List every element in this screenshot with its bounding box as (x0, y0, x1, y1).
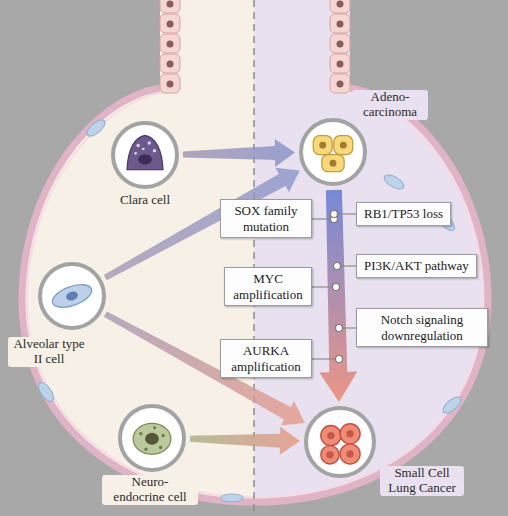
mutation-box: AURKA amplification (220, 339, 312, 378)
cell-drawing (122, 408, 182, 468)
alveolus-wall-inner (27, 92, 483, 497)
neuroendocrine-cell: Neuro- endocrine cell (118, 404, 186, 472)
box-text: MYC amplification (232, 271, 304, 302)
cell-drawing (42, 266, 102, 326)
adenocarcinoma-cell: Adeno- carcinoma (299, 118, 367, 186)
cell-label: Adeno- carcinoma (352, 90, 428, 120)
alveolus-wall (22, 88, 488, 502)
box-text: PI3K/AKT pathway (364, 258, 469, 274)
transformation-arrow (319, 190, 357, 402)
box-text: RB1/TP53 loss (364, 206, 443, 222)
cell-label: Clara cell (97, 193, 193, 208)
alveolar-cell: Alveolar type II cell (38, 262, 106, 330)
cell-label: Alveolar type II cell (8, 337, 90, 367)
box-text: AURKA amplification (228, 343, 304, 374)
mutation-box: MYC amplification (224, 267, 312, 306)
alveolus-right (254, 0, 488, 502)
mutation-box: SOX family mutation (220, 199, 312, 238)
alveolus-left (22, 0, 254, 502)
cell-drawing (303, 122, 363, 182)
origin-arrow (190, 427, 300, 455)
box-text: SOX family mutation (228, 203, 304, 234)
leader-line-group (312, 214, 356, 359)
origin-arrow (183, 139, 295, 167)
pathway-box: PI3K/AKT pathway (356, 254, 477, 278)
airway-epithelium (160, 0, 350, 93)
box-text: Notch signaling downregulation (364, 312, 480, 343)
pathway-box: RB1/TP53 loss (356, 202, 451, 226)
cell-label: Neuro- endocrine cell (102, 475, 198, 505)
sclc-cell: Small Cell Lung Cancer (304, 406, 376, 478)
cell-drawing (308, 410, 372, 474)
leader-dot-group (331, 211, 343, 363)
cell-drawing (115, 125, 175, 185)
pathway-box: Notch signaling downregulation (356, 308, 488, 347)
cell-label: Small Cell Lung Cancer (380, 466, 464, 496)
clara-cell: Clara cell (111, 121, 179, 189)
